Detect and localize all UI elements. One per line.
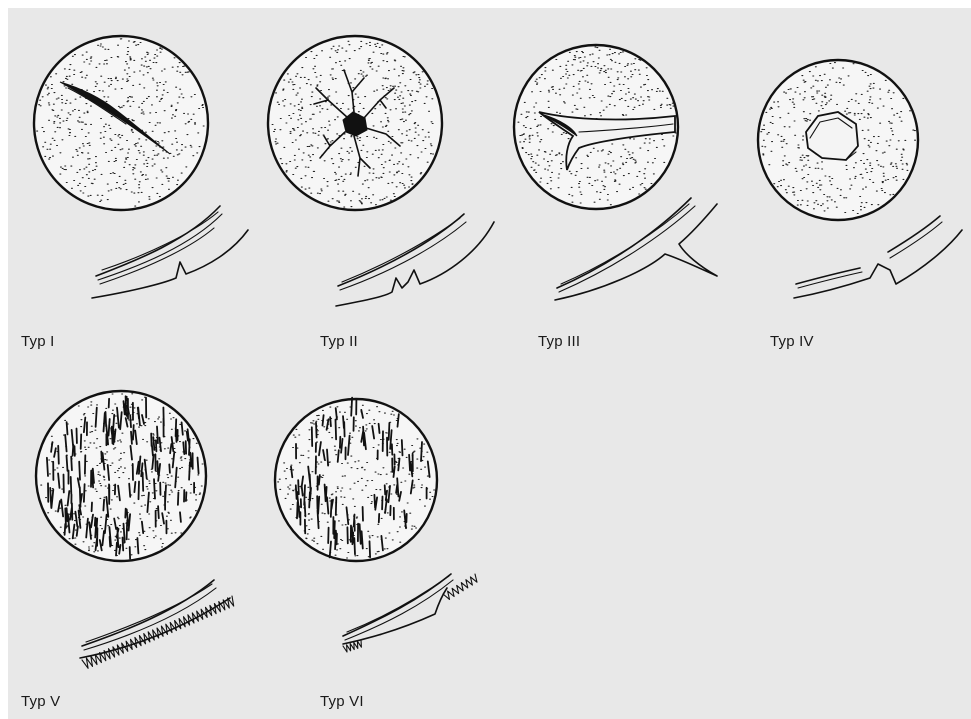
figure-typ-6: Typ VI — [263, 388, 523, 719]
typ-2-circle-view — [268, 36, 442, 210]
figure-typ-3: Typ III — [513, 8, 743, 348]
typ-4-label: Typ IV — [770, 333, 814, 350]
typ-1-label: Typ I — [21, 333, 55, 350]
typ-5-cross-section — [80, 580, 234, 668]
typ-5-label: Typ V — [21, 693, 60, 710]
figure-typ-4: Typ IV — [748, 8, 971, 348]
typ-3-illustration — [513, 8, 743, 348]
typ-4-illustration — [748, 8, 971, 348]
typ-6-illustration — [263, 388, 523, 719]
figure-typ-5: Typ V — [8, 388, 268, 719]
typ-1-circle-view — [34, 36, 208, 210]
typ-2-cross-section — [336, 214, 494, 306]
figure-typ-2: Typ II — [268, 8, 518, 348]
typ-6-cross-section — [343, 574, 477, 652]
typ-3-label: Typ III — [538, 333, 580, 350]
typ-1-illustration — [8, 8, 248, 348]
typ-2-illustration — [268, 8, 518, 348]
typ-6-label: Typ VI — [320, 693, 364, 710]
typ-2-label: Typ II — [320, 333, 358, 350]
typ-6-circle-view — [275, 398, 437, 561]
typ-3-circle-view — [514, 45, 678, 209]
typ-5-illustration — [8, 388, 268, 719]
typ-3-cross-section — [555, 198, 717, 300]
typ-4-cross-section — [794, 216, 962, 298]
typ-5-circle-view — [36, 391, 206, 561]
typ-1-cross-section — [92, 206, 248, 298]
figure-typ-1: Typ I — [8, 8, 248, 348]
diagram-panel: Typ I Typ II — [8, 8, 971, 719]
typ-4-circle-view — [758, 60, 918, 220]
